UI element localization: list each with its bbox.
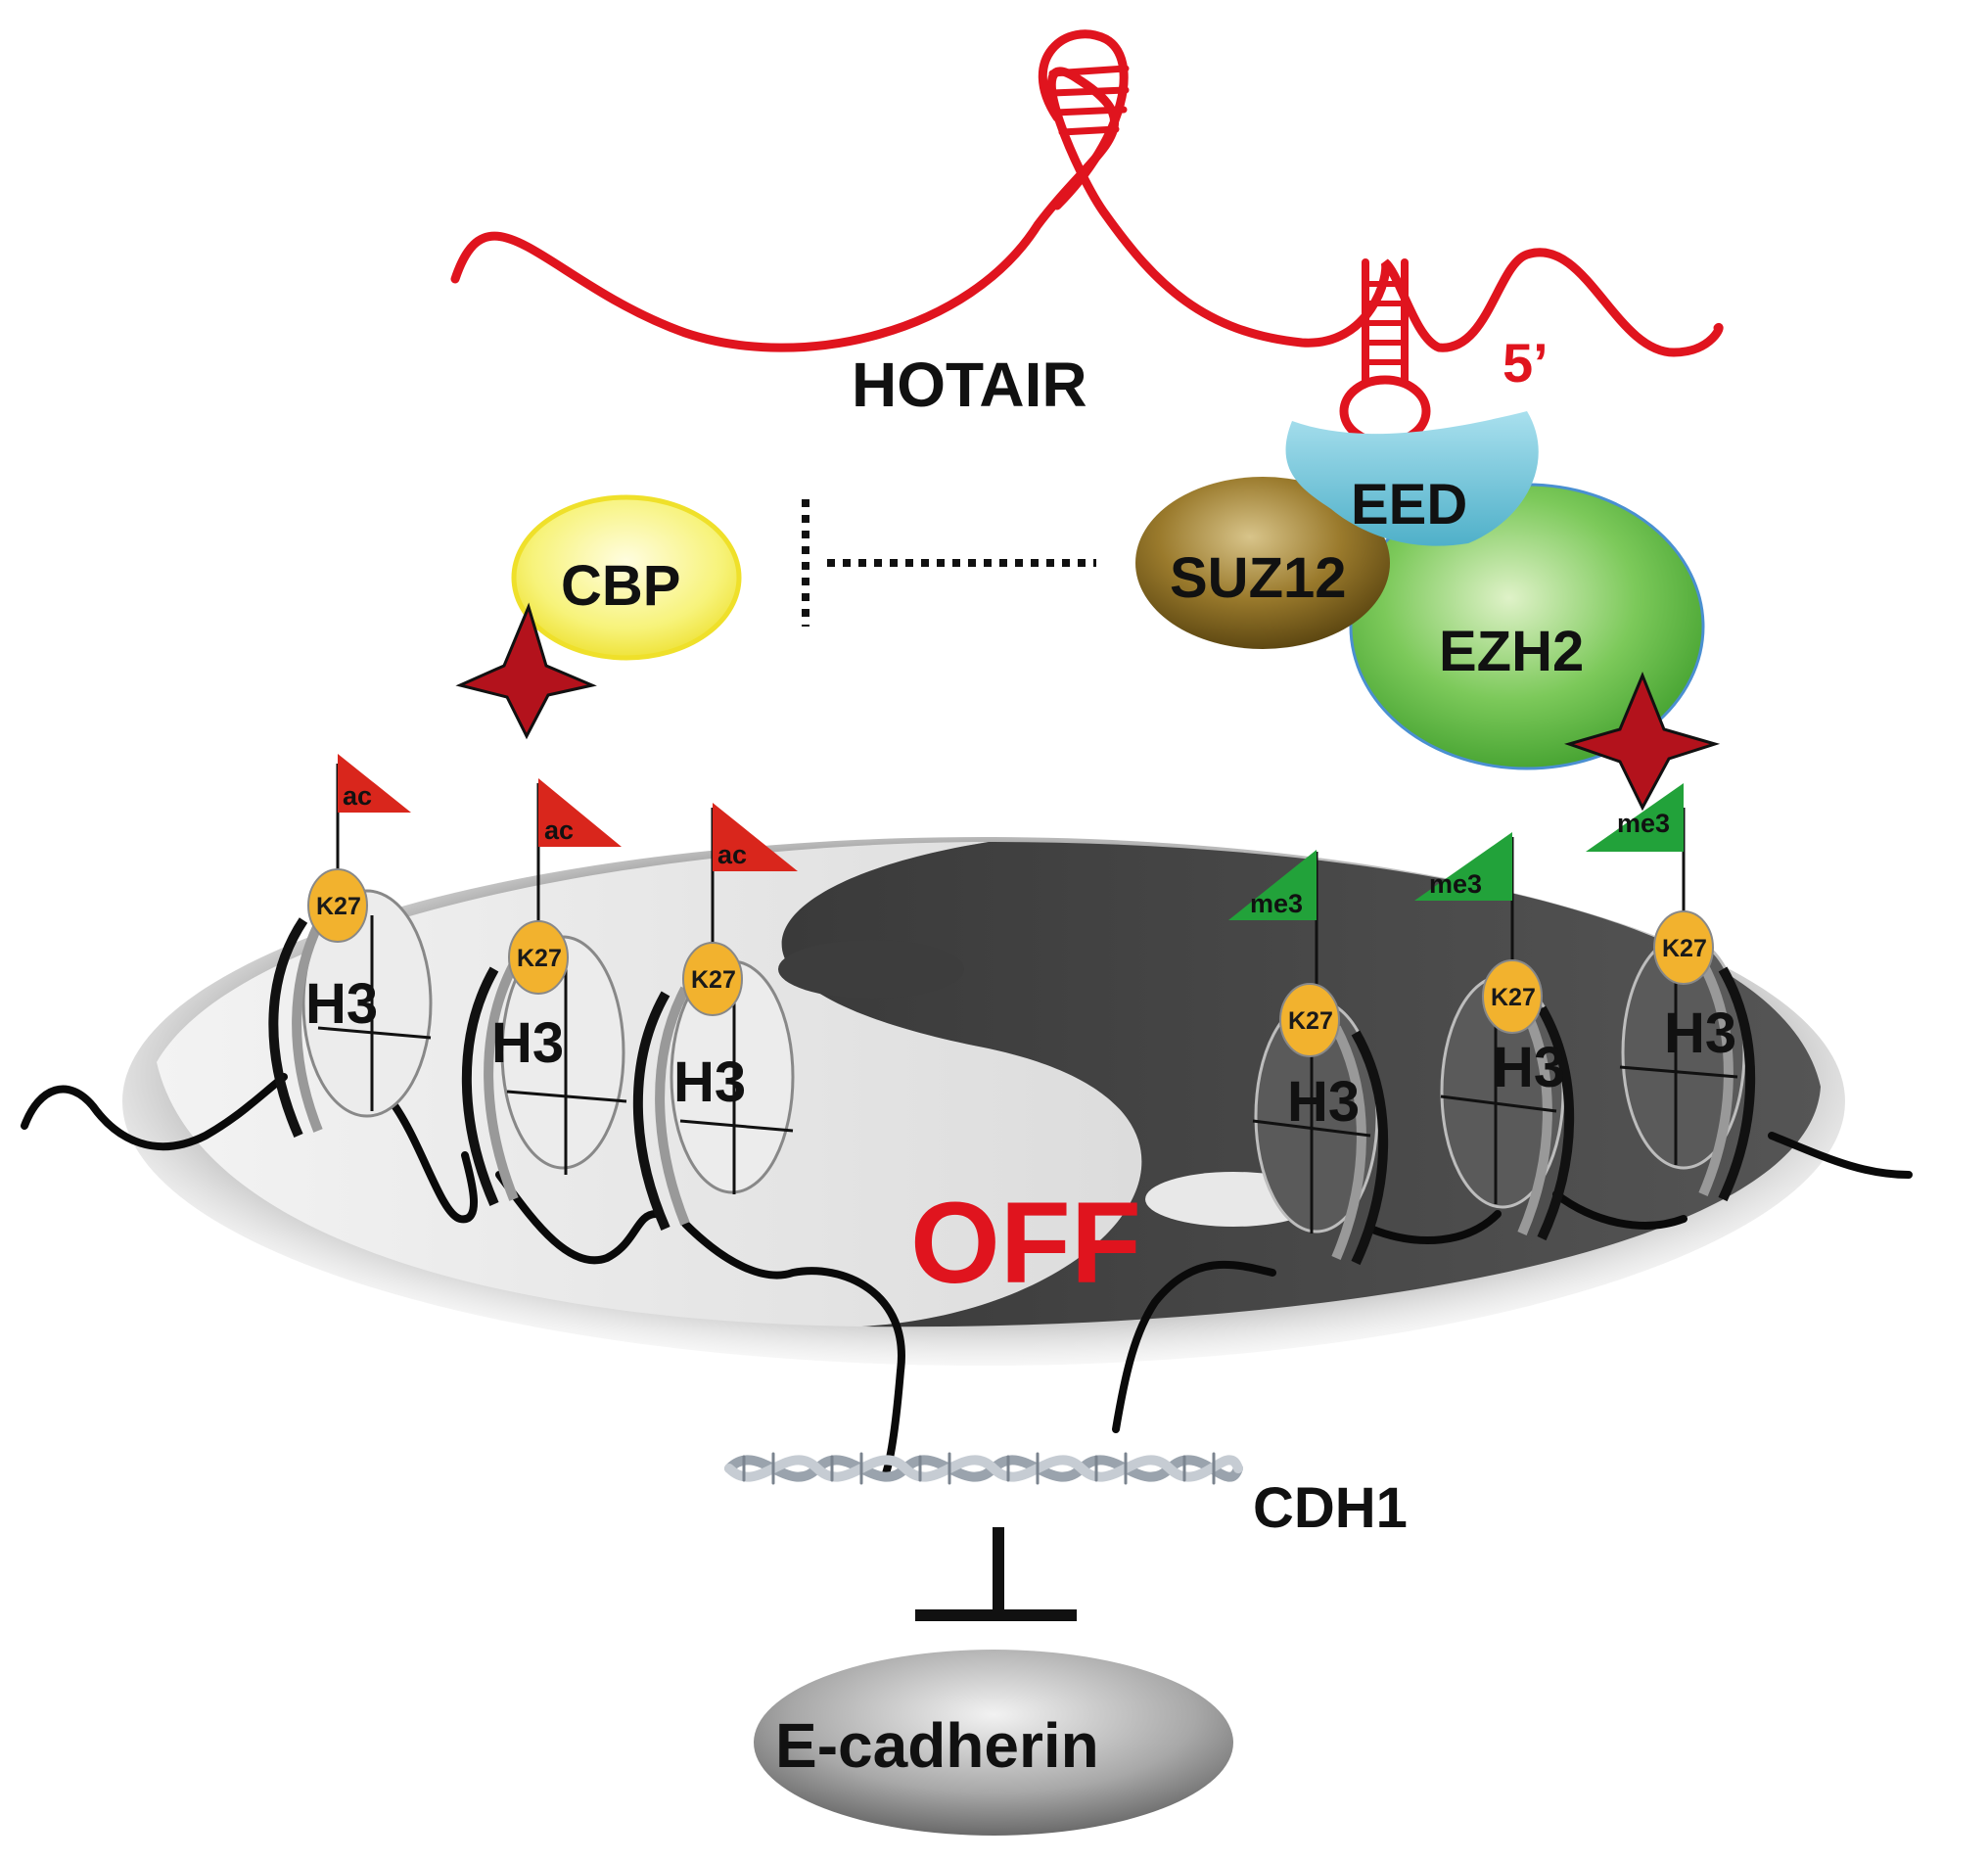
nucleosome: me3 K27 H3	[1586, 783, 1756, 1202]
histone-label: H3	[673, 1050, 746, 1114]
ezh2-star-icon	[1564, 672, 1721, 812]
nucleosome: ac K27 H3	[461, 778, 627, 1207]
e-cadherin-label: E-cadherin	[775, 1710, 1099, 1781]
rna-strand	[450, 67, 1724, 357]
dna-wrap-shadow	[484, 961, 519, 1201]
residue-label: K27	[517, 945, 562, 972]
mark-label: ac	[544, 815, 574, 845]
mark-label: me3	[1429, 869, 1482, 899]
methyl-flag	[1586, 783, 1684, 852]
octamer-divider	[1619, 1065, 1738, 1079]
k27-bead	[1482, 959, 1543, 1034]
acetyl-flag	[713, 803, 798, 871]
dna-wrap-shadow	[655, 986, 690, 1226]
histone-label: H3	[1664, 1001, 1736, 1065]
rna-top-loop	[1038, 29, 1129, 210]
off-label: OFF	[910, 1179, 1141, 1308]
prc2-complex	[1135, 411, 1705, 770]
histone-octamer	[301, 889, 433, 1118]
residue-label: K27	[1662, 935, 1707, 962]
dna-wrap	[461, 966, 499, 1207]
cbp-label: CBP	[561, 554, 680, 618]
suz12-blob	[1135, 477, 1390, 649]
eed-label: EED	[1351, 473, 1467, 536]
linker-dna	[21, 1073, 1913, 1477]
ezh2-label: EZH2	[1439, 620, 1584, 683]
repression-bar	[915, 1527, 1077, 1621]
dna-wrap	[1718, 966, 1756, 1202]
octamer-divider	[506, 1090, 627, 1103]
residue-label: K27	[1491, 984, 1536, 1011]
mark-label: me3	[1250, 889, 1303, 918]
nucleosome: ac K27 H3	[632, 803, 798, 1232]
hotair-label: HOTAIR	[852, 349, 1087, 420]
k27-bead	[1279, 983, 1340, 1057]
octamer-divider	[1252, 1119, 1371, 1138]
suz12-label: SUZ12	[1170, 546, 1347, 610]
methyl-flag	[1228, 850, 1317, 920]
cbp-inhibition-line	[802, 499, 1096, 627]
five-prime-label: 5’	[1503, 332, 1549, 394]
histone-label: H3	[491, 1011, 564, 1075]
k27-bead	[508, 920, 569, 995]
nucleosome-group-right: me3 K27 H3 me3 K27 H3	[1228, 783, 1756, 1266]
octamer-divider	[1440, 1094, 1557, 1113]
nucleosome-group-left: ac K27 H3 ac K27 H3 ac	[268, 754, 798, 1232]
histone-label: H3	[305, 972, 378, 1036]
dna-wrap-shadow	[1331, 1025, 1366, 1260]
histone-label: H3	[1287, 1070, 1360, 1134]
mark-label: me3	[1617, 809, 1670, 838]
disc-dark-dot	[778, 940, 964, 999]
dna-wrap	[632, 991, 670, 1232]
k27-bead	[1653, 910, 1714, 985]
mark-label: ac	[343, 781, 372, 811]
octamer-divider	[317, 1026, 432, 1040]
cdh1-label: CDH1	[1253, 1476, 1408, 1540]
dna-wrap	[1537, 1005, 1575, 1241]
nucleosome: ac K27 H3	[268, 754, 433, 1139]
cdh1-dna-helix	[724, 1452, 1243, 1485]
acetyl-flag	[538, 778, 622, 847]
residue-label: K27	[1288, 1007, 1333, 1035]
mark-label: ac	[717, 840, 747, 869]
histone-label: H3	[1493, 1036, 1565, 1099]
e-cadherin-blob	[754, 1650, 1233, 1836]
acetyl-flag	[338, 754, 411, 813]
nucleosome: me3 K27 H3	[1414, 832, 1575, 1241]
eed-blob	[1285, 411, 1539, 546]
dna-wrap-shadow	[1517, 1001, 1552, 1235]
k27-bead	[682, 942, 743, 1016]
octamer-divider	[679, 1119, 794, 1133]
cbp-blob	[511, 494, 742, 661]
rna-top-stem-rungs	[1048, 65, 1130, 136]
dna-wrap	[1351, 1030, 1389, 1266]
residue-label: K27	[316, 893, 361, 920]
nucleosome: me3 K27 H3	[1228, 850, 1389, 1266]
k27-bead	[307, 868, 368, 943]
residue-label: K27	[691, 966, 736, 994]
dna-wrap	[268, 917, 308, 1139]
methyl-flag	[1414, 832, 1512, 901]
dna-wrap-shadow	[292, 912, 328, 1133]
cbp-star-icon	[455, 602, 597, 740]
